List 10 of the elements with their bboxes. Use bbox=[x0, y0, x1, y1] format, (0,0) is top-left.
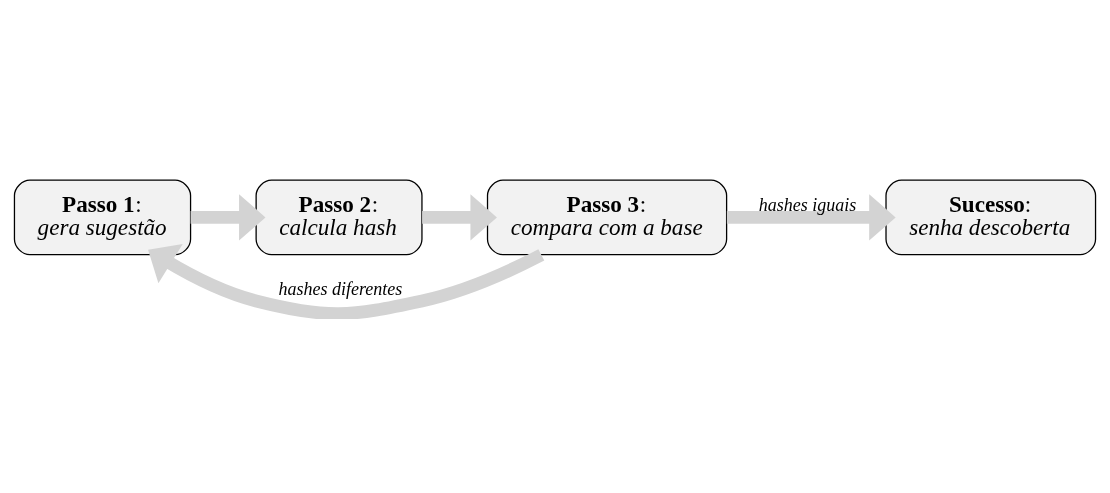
node-box: Sucesso: senha descoberta bbox=[885, 179, 1097, 255]
arrow bbox=[726, 193, 896, 241]
arrow bbox=[148, 243, 545, 319]
edge-label: hashes iguais bbox=[758, 194, 857, 215]
arrow bbox=[422, 193, 497, 241]
arrow bbox=[190, 193, 266, 241]
node-box: Passo 1: gera sugestão bbox=[13, 179, 192, 255]
node-box: Passo 3: compara com a base bbox=[486, 179, 728, 255]
edge-label: hashes diferentes bbox=[278, 278, 403, 299]
node-box: Passo 2: calcula hash bbox=[255, 179, 423, 255]
